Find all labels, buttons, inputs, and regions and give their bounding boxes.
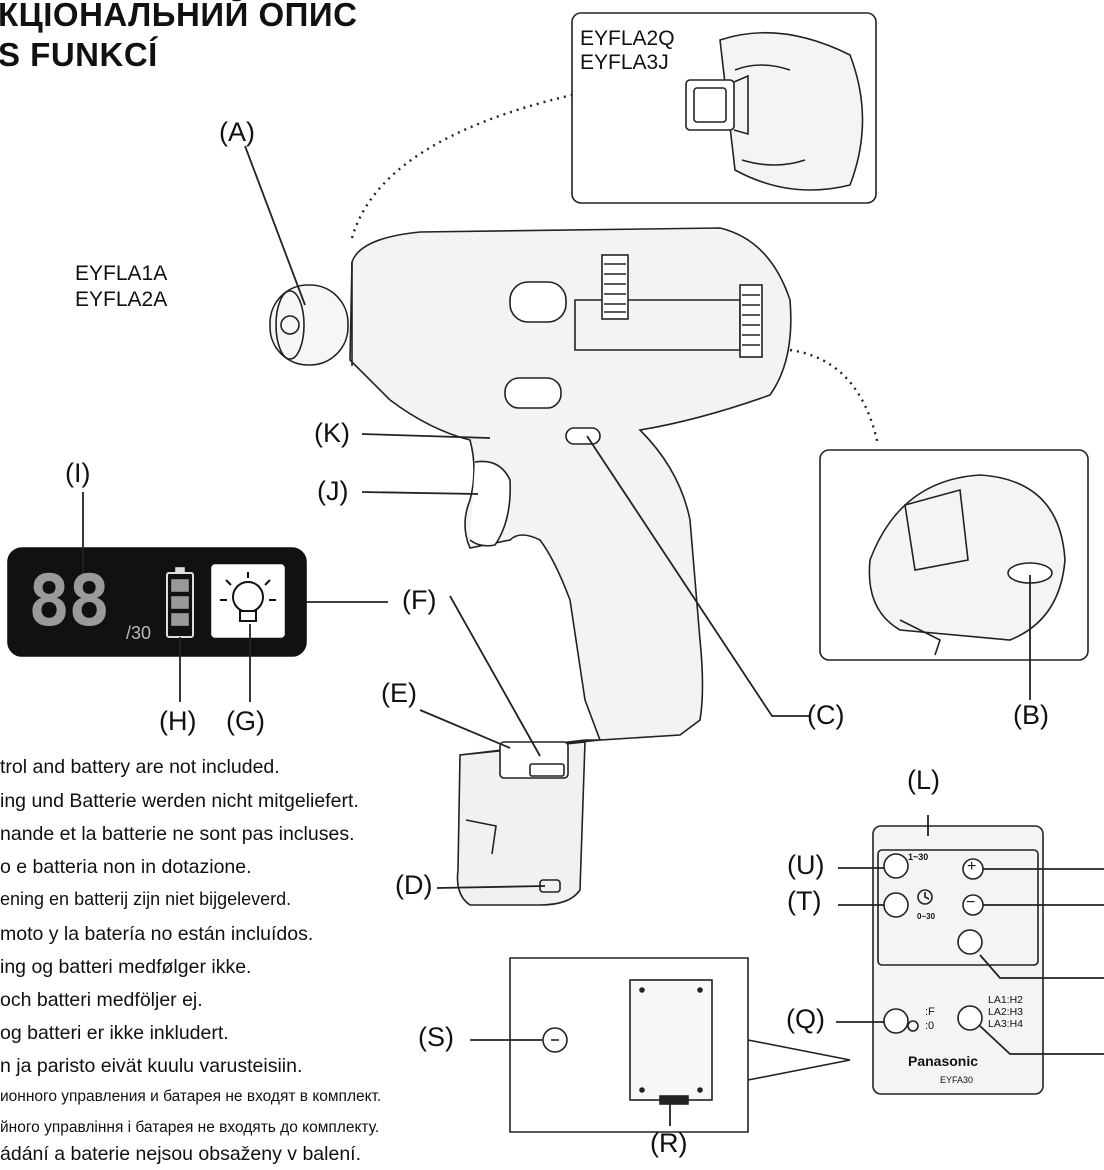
remote-range-2: 0~30 (917, 912, 936, 921)
note-line: ионного управления и батарея не входят в… (0, 1088, 382, 1105)
callout-f: (F) (402, 585, 437, 615)
note-line: йного управління і батарея не входять до… (0, 1119, 380, 1136)
callout-j: (J) (317, 476, 349, 506)
note-line: ening en batterij zijn niet bijgeleverd. (0, 889, 292, 909)
inset-model-2: EYFLA3J (580, 51, 669, 74)
battery-slot-screw (542, 1027, 568, 1053)
callout-k: (K) (314, 418, 350, 448)
callout-e: (E) (381, 678, 417, 708)
remote-la-1: LA1:H2 (988, 994, 1024, 1006)
note-line: ing og batteri medfølger ikke. (0, 956, 252, 978)
note-line: och batteri medföljer ej. (0, 989, 203, 1011)
remote-button-la (957, 1005, 983, 1031)
display-fraction: /30 (126, 623, 152, 643)
remote-plus-label: + (967, 858, 977, 875)
callout-g: (G) (226, 706, 265, 736)
callout-c: (C) (807, 700, 845, 730)
impact-driver-body (269, 227, 792, 906)
inset-top-frame (571, 12, 877, 204)
timer-icon (917, 889, 933, 905)
remote-enter-button (957, 929, 983, 955)
remote-brand: Panasonic (908, 1053, 979, 1069)
remote-control-body (872, 825, 1044, 1095)
remote-setting-f: :F (925, 1006, 935, 1018)
inset-right-leader (789, 348, 880, 446)
inset-right-frame (819, 449, 1089, 661)
rear-view-detail (868, 474, 1066, 656)
remote-model: EYFA30 (940, 1075, 974, 1085)
model-label-2: EYFLA2A (75, 288, 168, 311)
callout-s: (S) (418, 1022, 454, 1052)
base-display (499, 741, 569, 779)
remote-button-t (883, 892, 909, 918)
inset-top-leader (350, 93, 573, 239)
page-title-line-1: КЦІОНАЛЬНИЙ ОПИС (0, 0, 358, 33)
note-line: ádání a baterie nejsou obsaženy v balení… (0, 1143, 362, 1165)
light-bulb-icon (220, 572, 276, 622)
remote-button-u (883, 853, 909, 879)
note-line: og batteri er ikke inkludert. (0, 1022, 229, 1044)
note-line: ing und Batterie werden nicht mitgeliefe… (0, 790, 359, 812)
model-label-1: EYFLA1A (75, 262, 168, 285)
remote-setting-0: :0 (925, 1020, 935, 1032)
callout-t: (T) (787, 886, 822, 916)
inset-bottom-frame (509, 957, 749, 1133)
callout-l: (L) (907, 765, 940, 795)
note-line: moto y la batería no están incluídos. (0, 923, 314, 945)
remote-button-q (883, 1008, 909, 1034)
remote-range-1: 1~30 (908, 852, 929, 862)
note-line: n ja paristo eivät kuulu varusteisiin. (0, 1055, 303, 1077)
callout-b: (B) (1013, 700, 1049, 730)
remote-minus-label: − (966, 894, 976, 911)
page-title-line-2: S FUNKCÍ (0, 36, 158, 73)
callout-q: (Q) (786, 1004, 825, 1034)
note-line: nande et la batterie ne sont pas incluse… (0, 823, 355, 845)
display-digits: 88 (28, 560, 110, 642)
remote-la-2: LA2:H3 (988, 1006, 1024, 1018)
square-drive-detail (685, 31, 864, 191)
callout-r: (R) (650, 1128, 688, 1158)
remote-la-3: LA3:H4 (988, 1018, 1024, 1030)
callout-u: (U) (787, 850, 825, 880)
inset-model-1: EYFLA2Q (580, 27, 675, 50)
callout-a: (A) (219, 117, 255, 147)
callout-i: (I) (65, 458, 91, 488)
inset-bottom-pointer (747, 1039, 851, 1081)
callout-h: (H) (159, 706, 197, 736)
note-line: o e batteria non in dotazione. (0, 856, 252, 878)
callout-d: (D) (395, 870, 433, 900)
note-line: trol and battery are not included. (0, 756, 280, 778)
callout-leaders (82, 145, 1104, 1126)
